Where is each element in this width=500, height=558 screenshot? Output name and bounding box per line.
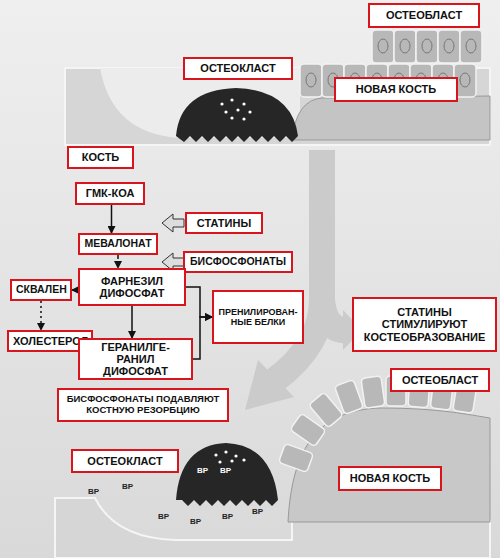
label-box: БИСФОСФОНАТЫ bbox=[183, 251, 293, 273]
text-wrap: ОСТЕОБЛАСТ bbox=[396, 374, 484, 386]
flow-arrow bbox=[245, 150, 362, 410]
pathway-arrow bbox=[117, 255, 119, 268]
label-box: БИСФОСФОНАТЫ ПОДАВЛЯЮТ КОСТНУЮ РЕЗОРБЦИЮ bbox=[57, 388, 229, 422]
text-wrap: ОСТЕОБЛАСТ bbox=[374, 9, 474, 21]
new-bone bbox=[292, 96, 490, 140]
label-box: ОСТЕОКЛАСТ bbox=[183, 57, 293, 80]
label-box: МЕВАЛОНАТ bbox=[78, 233, 158, 255]
node-text: ОСТЕОБЛАСТ bbox=[374, 9, 474, 21]
text-wrap: КОСТЬ bbox=[73, 151, 128, 163]
label-box: НОВАЯ КОСТЬ bbox=[338, 466, 442, 491]
osteoclast-vesicles bbox=[214, 450, 245, 463]
pathway-arrow bbox=[111, 205, 113, 233]
node-text: СКВАЛЕН bbox=[16, 284, 66, 296]
label-box: СКВАЛЕН bbox=[10, 279, 72, 301]
text-wrap: БИСФОСФОНАТЫ ПОДАВЛЯЮТ КОСТНУЮ РЕЗОРБЦИЮ bbox=[63, 394, 223, 415]
bisphosphonate-marker: BP bbox=[190, 517, 201, 526]
text-wrap: ГМК-КОА bbox=[81, 187, 139, 199]
text-wrap: НОВАЯ КОСТЬ bbox=[344, 472, 436, 484]
text-wrap: СКВАЛЕН bbox=[16, 284, 66, 296]
label-box: ОСТЕОБЛАСТ bbox=[368, 3, 480, 28]
node-text: ХОЛЕСТЕРОЛ bbox=[13, 335, 87, 347]
text-wrap: ФАРНЕЗИЛ ДИФОСФАТ bbox=[90, 275, 174, 300]
node-text: МЕВАЛОНАТ bbox=[84, 238, 152, 250]
text-wrap: ХОЛЕСТЕРОЛ bbox=[13, 335, 87, 347]
node-text: ПРЕНИЛИРОВАН- НЫЕ БЕЛКИ bbox=[217, 307, 299, 327]
node-text: ОСТЕОБЛАСТ bbox=[396, 374, 484, 386]
bisphosphonate-marker: BP bbox=[220, 466, 231, 475]
node-text: ФАРНЕЗИЛ ДИФОСФАТ bbox=[90, 275, 174, 300]
label-box: НОВАЯ КОСТЬ bbox=[334, 77, 458, 102]
inhibition-arrow bbox=[162, 214, 184, 232]
text-wrap: СТАТИНЫ СТИМУЛИРУЮТ КОСТЕОБРАЗОВАНИЕ bbox=[362, 306, 487, 343]
node-text: ГЕРАНИЛГЕ- РАНИЛ ДИФОСФАТ bbox=[94, 341, 177, 378]
pathway-arrow bbox=[40, 301, 42, 330]
osteoclast-vesicles bbox=[220, 98, 251, 120]
label-box: ПРЕНИЛИРОВАН- НЫЕ БЕЛКИ bbox=[212, 290, 304, 344]
label-box: ОСТЕОКЛАСТ bbox=[71, 449, 179, 473]
text-wrap: БИСФОСФОНАТЫ bbox=[189, 256, 287, 268]
node-text: ГМК-КОА bbox=[81, 187, 139, 199]
osteoclast bbox=[176, 443, 278, 506]
node-text: СТАТИНЫ bbox=[191, 217, 257, 229]
text-wrap: НОВАЯ КОСТЬ bbox=[340, 83, 452, 95]
pathway-arrow bbox=[72, 289, 78, 291]
node-text: ОСТЕОКЛАСТ bbox=[189, 62, 287, 74]
pathway-arrow bbox=[193, 317, 212, 359]
node-text: КОСТЬ bbox=[73, 151, 128, 163]
label-box: ГЕРАНИЛГЕ- РАНИЛ ДИФОСФАТ bbox=[78, 338, 193, 380]
node-text: СТАТИНЫ СТИМУЛИРУЮТ КОСТЕОБРАЗОВАНИЕ bbox=[362, 306, 487, 343]
label-box: ФАРНЕЗИЛ ДИФОСФАТ bbox=[78, 268, 186, 306]
bisphosphonate-marker: BP bbox=[88, 487, 99, 496]
text-wrap: ОСТЕОКЛАСТ bbox=[189, 62, 287, 74]
bisphosphonate-marker: BP bbox=[222, 512, 233, 521]
text-wrap: МЕВАЛОНАТ bbox=[84, 238, 152, 250]
node-text: НОВАЯ КОСТЬ bbox=[344, 472, 436, 484]
label-box: СТАТИНЫ СТИМУЛИРУЮТ КОСТЕОБРАЗОВАНИЕ bbox=[352, 297, 497, 352]
node-text: ОСТЕОКЛАСТ bbox=[77, 455, 173, 467]
label-box: КОСТЬ bbox=[67, 146, 134, 169]
node-text: НОВАЯ КОСТЬ bbox=[340, 83, 452, 95]
text-wrap: ГЕРАНИЛГЕ- РАНИЛ ДИФОСФАТ bbox=[94, 341, 177, 378]
label-box: СТАТИНЫ bbox=[185, 212, 263, 234]
text-wrap: СТАТИНЫ bbox=[191, 217, 257, 229]
label-box: ГМК-КОА bbox=[75, 182, 145, 205]
osteoclast bbox=[176, 88, 298, 142]
text-wrap: ПРЕНИЛИРОВАН- НЫЕ БЕЛКИ bbox=[217, 307, 299, 327]
pathway-arrow bbox=[186, 287, 212, 317]
bisphosphonate-marker: BP bbox=[197, 466, 208, 475]
bisphosphonate-marker: BP bbox=[158, 512, 169, 521]
pathway-arrow bbox=[131, 306, 133, 338]
node-text: БИСФОСФОНАТЫ bbox=[189, 256, 287, 268]
bisphosphonate-marker: BP bbox=[252, 507, 263, 516]
node-text: БИСФОСФОНАТЫ ПОДАВЛЯЮТ КОСТНУЮ РЕЗОРБЦИЮ bbox=[63, 394, 223, 415]
text-wrap: ОСТЕОКЛАСТ bbox=[77, 455, 173, 467]
bisphosphonate-marker: BP bbox=[122, 482, 133, 491]
label-box: ОСТЕОБЛАСТ bbox=[390, 368, 490, 392]
new-bone bbox=[288, 408, 490, 522]
